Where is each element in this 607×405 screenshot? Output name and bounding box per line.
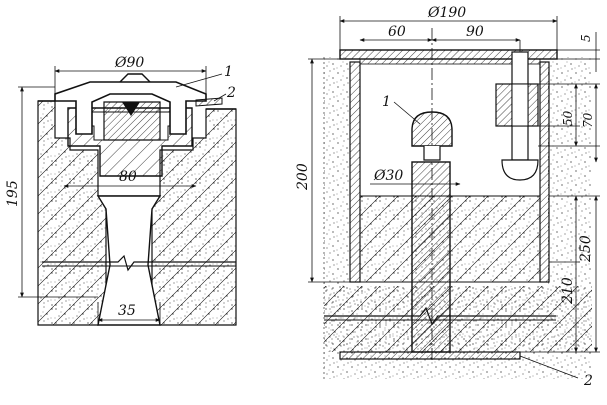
left-dim-base: 35 bbox=[118, 303, 136, 319]
right-bolt-head bbox=[501, 159, 539, 181]
left-callout-1: 1 bbox=[224, 64, 233, 80]
right-callout-2: 2 bbox=[583, 373, 593, 389]
right-pin-head-part-1 bbox=[411, 111, 453, 147]
left-plug bbox=[103, 101, 161, 141]
right-dim-70: 70 bbox=[581, 112, 595, 128]
left-figure: Ø90 195 80 35 1 2 bbox=[5, 55, 237, 326]
right-dim-250: 250 bbox=[578, 235, 594, 263]
right-callout-1: 1 bbox=[382, 94, 391, 110]
right-dim-90: 90 bbox=[466, 24, 484, 40]
left-plate-part-2 bbox=[195, 97, 223, 107]
right-dim-60: 60 bbox=[388, 24, 406, 40]
right-dim-diameter: Ø190 bbox=[427, 5, 466, 21]
left-callout-2: 2 bbox=[226, 85, 236, 101]
right-break-line bbox=[324, 306, 556, 326]
right-box-wall-left bbox=[349, 61, 361, 283]
right-dim-5: 5 bbox=[579, 34, 593, 42]
left-dim-height: 195 bbox=[5, 180, 21, 207]
right-dim-pin: Ø30 bbox=[373, 168, 403, 184]
left-cap-part-1 bbox=[54, 81, 207, 135]
right-pin bbox=[411, 161, 451, 353]
left-dim-diameter: Ø90 bbox=[114, 55, 144, 71]
right-dim-200: 200 bbox=[295, 163, 311, 191]
right-dim-210: 210 bbox=[560, 277, 576, 305]
right-box-wall-right bbox=[539, 61, 550, 283]
right-figure: Ø190 60 90 5 50 70 200 250 210 bbox=[295, 5, 600, 389]
right-dim-50: 50 bbox=[561, 110, 575, 126]
left-dim-neck: 80 bbox=[119, 169, 137, 185]
left-pillar bbox=[96, 195, 162, 326]
right-base-plate-part-2 bbox=[339, 351, 521, 360]
left-break-line bbox=[42, 254, 236, 272]
